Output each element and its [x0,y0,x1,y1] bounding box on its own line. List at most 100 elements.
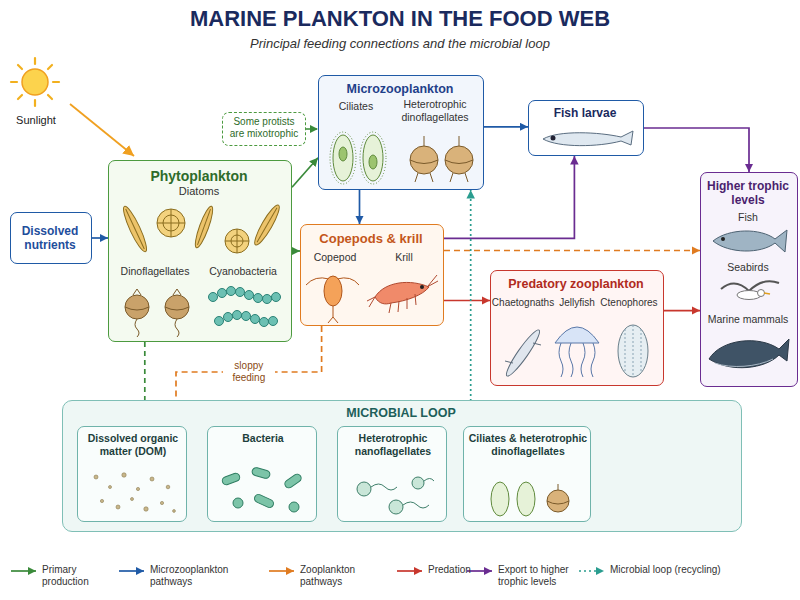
node-heading-wrap: Microzooplankton [319,82,481,97]
legend-sample [466,566,494,576]
edge-label-wrap: sloppy feeding [223,359,275,385]
node-box: MICROBIAL LOOP Dissolved organic matter … [62,400,742,532]
node-heading: Predatory zooplankton [491,277,661,292]
legend-sample [10,566,38,576]
flow-connector [644,128,749,172]
flow-connector [292,250,300,252]
node-sublabel-wrap: Dinoflagellates [111,265,199,278]
node-heading-wrap: Ciliates & heterotrophic dinoflagellates [468,432,588,457]
node-sublabel: Copepod [305,251,365,264]
node-sublabel-wrap: Fish [701,211,795,224]
node-heading: Microzooplankton [319,82,481,97]
node-heading-wrap: Heterotrophic nanoflagellates [342,432,444,457]
legend-text-wrap: Predation [428,564,462,576]
flow-connector [484,126,528,128]
node-heading: Ciliates & heterotrophic dinoflagellates [468,432,588,457]
node-box: Higher trophic levelsFishSeabirdsMarine … [700,172,798,387]
node-heading: Some protists are mixotrophic [225,116,303,140]
node-sublabel: Ciliates [323,100,389,113]
legend-sample [396,566,424,576]
node-heading: Heterotrophic nanoflagellates [342,432,444,457]
diagram-caption-wrap: Principal feeding connections and the mi… [0,36,800,52]
node-box: Copepods & krillCopepod Krill [300,224,444,326]
legend-text: Zooplankton pathways [300,564,392,588]
node-heading-wrap: MICROBIAL LOOP [63,406,739,421]
node-sublabel-wrap: Cyanobacteria [199,265,287,278]
flow-connector [92,237,108,239]
flow-connector [292,158,318,188]
node-sublabel-wrap: Krill [371,251,437,264]
node-box: Dissolved nutrients [10,212,92,264]
node-heading: Higher trophic levels [701,179,795,208]
node-heading: Phytoplankton [109,168,289,185]
legend-sample [578,566,606,576]
legend-text: Export to higher trophic levels [498,564,574,588]
flow-connector [359,190,361,224]
node-box: Ciliates & heterotrophic dinoflagellates [463,426,591,522]
node-heading-wrap: Fish larvae [529,106,641,120]
node-sublabel-wrap: Chaetognaths [491,297,555,309]
node-sublabel: Heterotrophic dinoflagellates [391,98,479,123]
flow-connector [306,128,318,130]
node-sublabel-wrap: Marine mammals [701,313,795,326]
node-heading-wrap: Phytoplankton [109,168,289,185]
node-sublabel-wrap: Ciliates [323,100,389,113]
node-box: Bacteria [207,426,317,522]
diagram-title: MARINE PLANKTON IN THE FOOD WEB [0,6,800,32]
legend-text-wrap: Zooplankton pathways [300,564,392,588]
node-heading: Dissolved organic matter (DOM) [82,432,184,457]
node-sublabel: Cyanobacteria [199,265,287,278]
legend-text: Microzooplankton pathways [150,564,264,588]
flow-connector [444,300,490,302]
legend-text-wrap: Microzooplankton pathways [150,564,264,588]
node-sublabel-wrap: Diatoms [109,185,289,198]
node-box: Dissolved organic matter (DOM) [77,426,187,522]
node-sublabel: Seabirds [701,261,795,274]
legend-text-wrap: Export to higher trophic levels [498,564,574,588]
node-heading: Dissolved nutrients [11,224,89,253]
node-heading: Fish larvae [529,106,641,120]
flow-connector [470,190,472,426]
diagram-caption: Principal feeding connections and the mi… [0,36,800,52]
legend-text: Predation [428,564,462,576]
node-box: Heterotrophic nanoflagellates [337,426,447,522]
node-heading: MICROBIAL LOOP [63,406,739,421]
node-sublabel: Ctenophores [597,297,661,309]
sun-label-wrap: Sunlight [5,114,67,127]
node-heading: Copepods & krill [301,231,441,247]
node-sublabel: Marine mammals [701,313,795,326]
diagram-title-wrap: MARINE PLANKTON IN THE FOOD WEB [0,6,800,32]
legend-sample [268,566,296,576]
node-sublabel: Dinoflagellates [111,265,199,278]
node-heading-wrap: Higher trophic levels [701,179,795,208]
node-box: Predatory zooplanktonChaetognathsJellyfi… [490,270,664,386]
node-box: MicrozooplanktonCiliatesHeterotrophic di… [318,75,484,190]
node-heading-wrap: Dissolved organic matter (DOM) [82,432,184,457]
node-heading: Bacteria [212,432,314,445]
sun-label: Sunlight [5,114,67,127]
legend-text: Primary production [42,564,114,588]
flow-connector [664,310,700,312]
edge-label: sloppy feeding [223,359,275,385]
node-box: Some protists are mixotrophic [222,112,306,146]
node-sublabel: Chaetognaths [491,297,555,309]
node-sublabel: Diatoms [109,185,289,198]
node-sublabel: Krill [371,251,437,264]
node-box: PhytoplanktonDiatomsDinoflagellatesCyano… [108,160,292,342]
legend-sample [118,566,146,576]
legend-text: Microbial loop (recycling) [610,564,724,576]
node-heading-wrap: Some protists are mixotrophic [225,116,303,140]
legend-text-wrap: Primary production [42,564,114,588]
node-sublabel-wrap: Ctenophores [597,297,661,309]
node-sublabel-wrap: Jellyfish [553,297,601,309]
flow-connector [444,250,700,252]
node-heading-wrap: Copepods & krill [301,231,441,247]
node-heading-wrap: Dissolved nutrients [11,224,89,253]
node-sublabel-wrap: Heterotrophic dinoflagellates [391,98,479,123]
node-sublabel-wrap: Seabirds [701,261,795,274]
node-sublabel: Jellyfish [553,297,601,309]
legend-text-wrap: Microbial loop (recycling) [610,564,724,576]
node-sublabel-wrap: Copepod [305,251,365,264]
node-heading-wrap: Bacteria [212,432,314,445]
node-sublabel: Fish [701,211,795,224]
